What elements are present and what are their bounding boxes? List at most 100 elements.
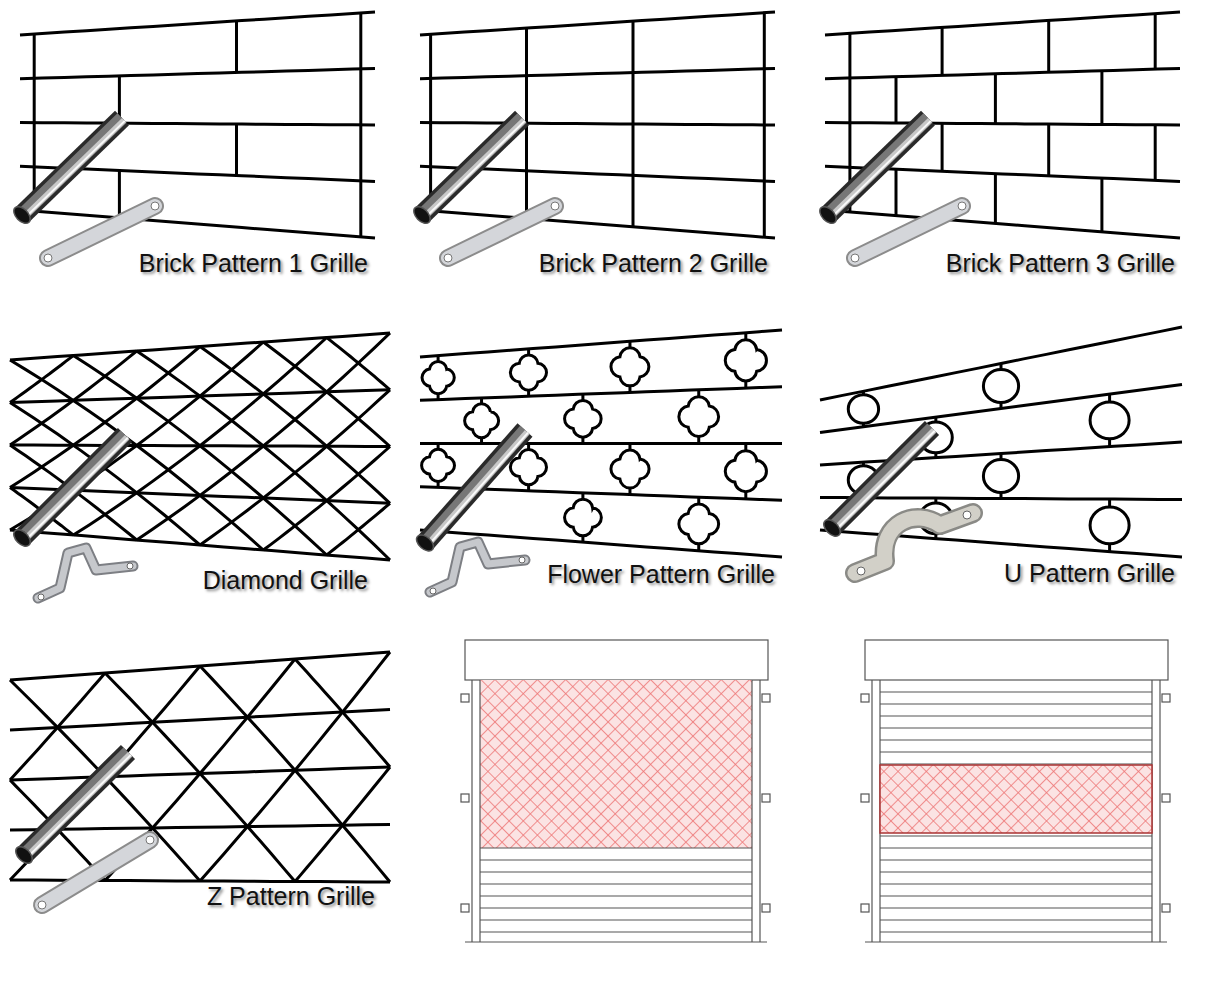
bracket-hole — [519, 557, 525, 563]
slat — [480, 919, 752, 920]
strap-hole — [44, 254, 52, 262]
grille-bar — [763, 13, 766, 238]
grille-bar — [994, 174, 997, 224]
grille-name: Brick Pattern 2 Grille — [539, 250, 768, 278]
pipe-shine — [834, 430, 934, 530]
pipe-tube — [821, 428, 935, 539]
clamp-hole — [963, 511, 971, 519]
pipe-shine — [424, 120, 524, 217]
grille-bar — [420, 387, 782, 401]
slat — [880, 691, 1152, 692]
grille-bar — [200, 652, 390, 881]
slat — [880, 931, 1152, 932]
flat-strap — [38, 836, 154, 909]
shutter-drawing — [861, 640, 1170, 942]
grille-bar — [420, 69, 775, 79]
grille-bar — [200, 666, 390, 882]
grille-bar — [20, 123, 375, 126]
pipe-end — [11, 204, 34, 227]
slat — [880, 739, 1152, 740]
pipe-tube — [414, 430, 528, 554]
pipe-shine — [27, 755, 131, 858]
flower-ring — [725, 340, 766, 381]
grille-bar — [632, 21, 635, 72]
saddle-clamp — [855, 511, 973, 575]
strap-hole — [146, 836, 154, 844]
mesh-band — [880, 765, 1152, 833]
strap-hole — [958, 202, 966, 210]
pipe-end — [414, 532, 437, 554]
bracket-hole — [127, 563, 133, 569]
grille-bar — [825, 12, 1180, 35]
grille-bar — [235, 21, 238, 73]
grille-panel — [10, 652, 390, 882]
grille-bar — [137, 333, 390, 540]
grille-name: Flower Pattern Grille — [547, 561, 775, 589]
grille-name: Diamond Grille — [203, 567, 368, 595]
pipe-shine — [24, 120, 124, 217]
slat — [480, 895, 752, 896]
flower-ring — [611, 450, 649, 488]
pipe-shine — [425, 121, 525, 218]
clamp-body — [855, 513, 973, 573]
strap-hole — [151, 202, 159, 210]
grille-bar — [420, 123, 775, 126]
slat — [880, 919, 1152, 920]
pipe-tube — [11, 435, 128, 549]
strap-edge — [42, 840, 150, 905]
grille-panel — [420, 330, 782, 557]
grille-bar — [200, 347, 390, 504]
grille-bar — [525, 28, 528, 76]
bracket-hole — [38, 594, 44, 600]
slat — [880, 847, 1152, 848]
pipe-end — [411, 204, 434, 227]
grille-bar — [20, 69, 375, 79]
grille-bar — [825, 123, 1180, 126]
grille-bar — [1154, 125, 1157, 181]
slat — [480, 883, 752, 884]
grille-name: Brick Pattern 1 Grille — [139, 250, 368, 278]
slat — [480, 859, 752, 860]
step-bracket — [430, 542, 525, 594]
pipe-shine — [831, 121, 931, 218]
pipe-shine — [26, 754, 130, 857]
grille-bar — [632, 124, 635, 175]
slat — [880, 715, 1152, 716]
grille-panel — [820, 327, 1182, 557]
grille-bar — [10, 666, 200, 880]
step-bracket — [38, 548, 133, 600]
grille-bar — [420, 12, 775, 35]
grille-bar — [33, 34, 36, 211]
grille-bar — [525, 76, 528, 124]
bracket-edge — [430, 542, 525, 592]
shutter-drawing — [461, 640, 770, 942]
grille-bar — [420, 442, 782, 445]
grille-bar — [632, 175, 635, 226]
slat — [480, 847, 752, 848]
ring — [983, 460, 1018, 493]
grille-bar — [941, 123, 944, 171]
slat — [480, 871, 752, 872]
slat — [880, 751, 1152, 752]
ring — [848, 395, 878, 423]
grille-bar — [327, 338, 390, 390]
pipe-shine — [428, 433, 528, 546]
slat — [880, 727, 1152, 728]
bracket-edge — [38, 548, 133, 598]
bracket-body — [430, 542, 525, 592]
flower-ring — [422, 449, 455, 481]
grille-bar — [632, 73, 635, 124]
grille-bar — [895, 169, 898, 215]
pipe-tube — [411, 118, 525, 226]
pipe-tube — [11, 118, 125, 226]
grille-bar — [941, 27, 944, 75]
grille-bar — [137, 351, 390, 560]
grille-name: Brick Pattern 3 Grille — [946, 250, 1175, 278]
flower-ring — [465, 404, 499, 438]
flower-ring — [725, 451, 766, 492]
flower-ring — [679, 504, 719, 544]
grille-bar — [359, 13, 362, 237]
slat — [880, 835, 1152, 836]
grille-bar — [825, 69, 1180, 79]
slat — [880, 895, 1152, 896]
